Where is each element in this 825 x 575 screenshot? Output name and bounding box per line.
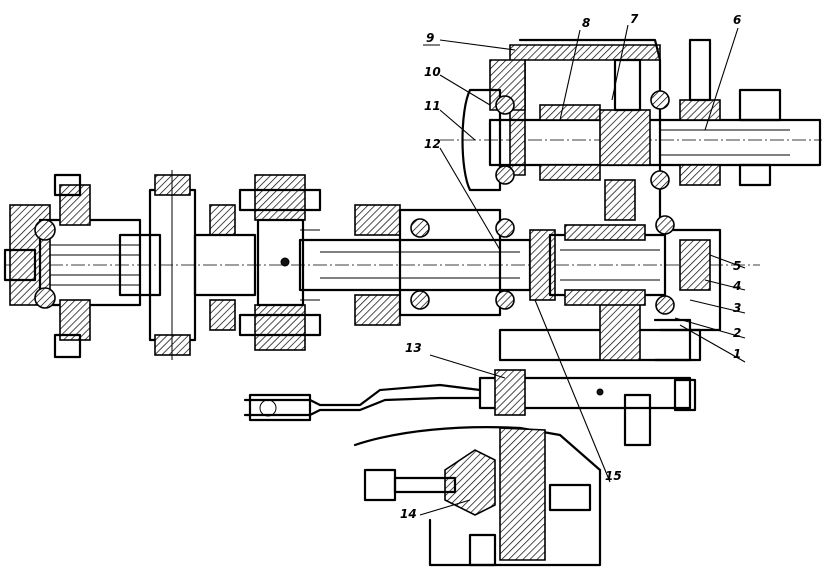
leader-lines <box>419 24 746 516</box>
callout-5: 5 <box>733 259 741 273</box>
lower-cylinder-assembly <box>353 426 602 567</box>
callout-2: 2 <box>733 326 741 340</box>
shift-rod-assembly <box>243 369 697 447</box>
cardan-joint <box>118 170 236 360</box>
callout-6: 6 <box>733 13 741 27</box>
callout-12: 12 <box>424 137 441 151</box>
callout-14: 14 <box>400 507 417 521</box>
callout-3: 3 <box>733 301 741 315</box>
gearbox-housing <box>461 38 722 362</box>
left-flange-assembly <box>3 173 142 359</box>
callout-1: 1 <box>733 347 741 361</box>
callout-10: 10 <box>424 65 441 79</box>
callout-4: 4 <box>732 279 741 293</box>
callout-11: 11 <box>424 99 441 113</box>
upper-shaft <box>488 38 822 190</box>
callout-labels: 1 2 3 4 5 6 7 8 9 10 11 12 13 14 15 <box>400 12 741 521</box>
callout-9: 9 <box>426 31 434 45</box>
callout-15: 15 <box>605 469 622 483</box>
callout-7: 7 <box>630 12 639 26</box>
callout-8: 8 <box>582 16 590 30</box>
lower-gear-cluster <box>529 215 711 315</box>
input-shaft <box>298 204 532 326</box>
callout-13: 13 <box>405 341 422 355</box>
elastic-coupling <box>193 174 322 351</box>
